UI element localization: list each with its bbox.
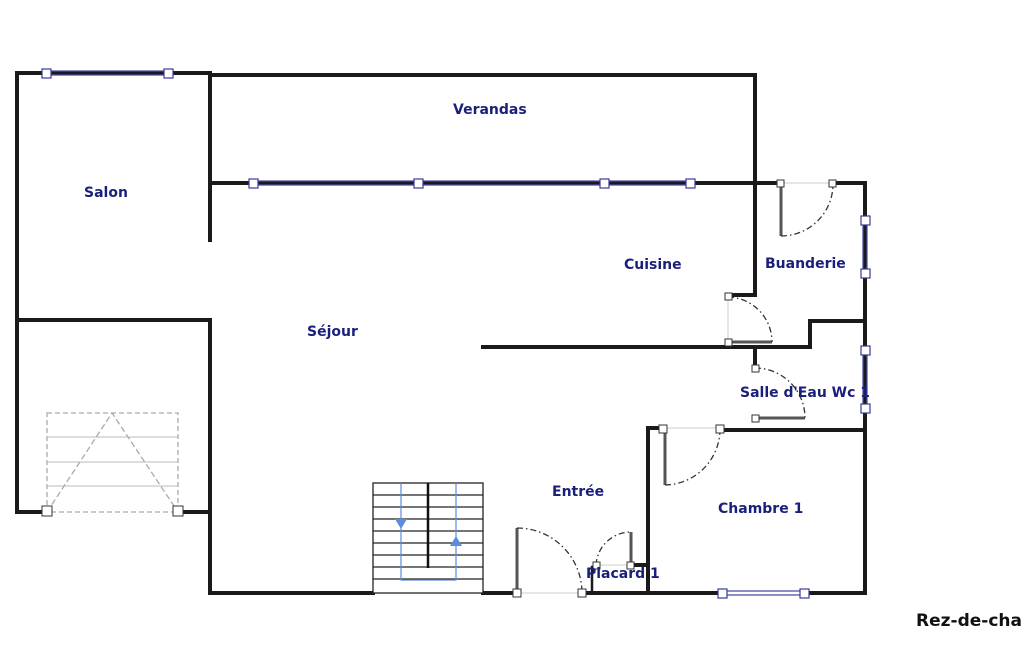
stair-up-arrow-icon: [450, 536, 462, 546]
room-label-placard: Placard 1: [586, 566, 660, 582]
room-label-chambre: Chambre 1: [718, 501, 804, 517]
room-label-salle-eau: Salle d'Eau Wc 1: [740, 385, 871, 401]
room-label-buanderie: Buanderie: [765, 256, 846, 272]
stair-down-arrow-icon: [395, 519, 407, 529]
staircase: [372, 482, 484, 594]
walls: [15, 71, 867, 595]
doors: [512, 179, 837, 598]
room-label-verandas: Verandas: [453, 102, 527, 118]
room-label-cuisine: Cuisine: [624, 257, 682, 273]
room-label-salon: Salon: [84, 185, 128, 201]
floor-label: Rez-de-cha: [916, 611, 1022, 631]
windows: [41, 68, 871, 599]
room-label-entree: Entrée: [552, 484, 605, 500]
room-label-sejour: Séjour: [307, 324, 358, 340]
garage-door: [41, 411, 184, 517]
